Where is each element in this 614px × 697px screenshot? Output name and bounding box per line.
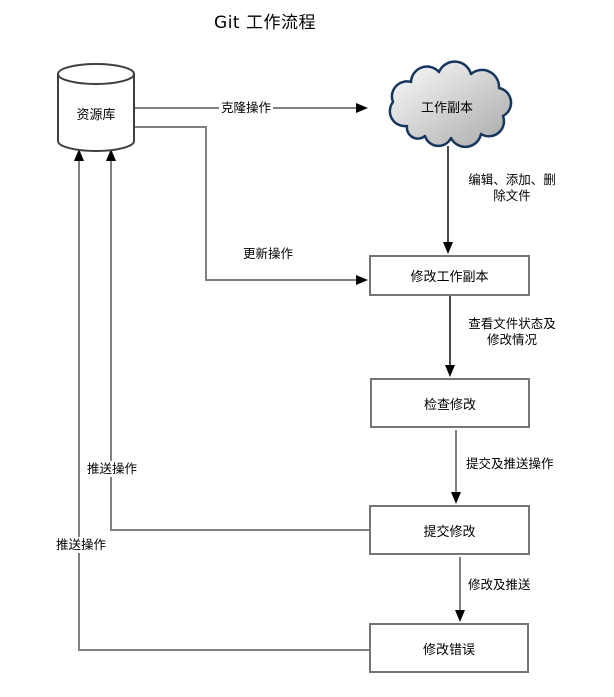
arrowhead-update [356,275,368,285]
repository-cylinder-shape [57,63,135,152]
arrowhead-edit-files [443,242,453,254]
node-fix-errors-label: 修改错误 [422,642,475,658]
node-modify-working-copy: 修改工作副本 [369,255,530,296]
arrowhead-view-status [445,365,455,377]
edge-view-status-label: 查看文件状态及 修改情况 [460,316,564,349]
edge-push-from-commit-label: 推送操作 [85,461,140,478]
node-fix-errors: 修改错误 [369,623,529,673]
edge-edit-files-label: 编辑、添加、删 除文件 [460,172,564,205]
node-commit-changes-label: 提交修改 [423,524,476,540]
edge-update-label: 更新操作 [241,246,296,263]
node-modify-working-copy-label: 修改工作副本 [410,270,489,285]
arrowhead-modify-and-push [455,610,465,622]
edge-commit-and-push-label: 提交及推送操作 [464,456,556,473]
diagram-title: Git 工作流程 [214,13,316,33]
edge-clone-label: 克隆操作 [219,100,274,117]
connector-push-from-commit [110,160,369,531]
working-copy-cloud-shape [388,60,513,149]
connector-push-from-fix [78,160,369,651]
arrowhead-push-from-commit [106,149,116,161]
arrowhead-commit-and-push [451,492,461,504]
node-check-changes-label: 检查修改 [423,397,476,413]
arrowhead-push-from-fix [74,149,84,161]
node-repository-label: 资源库 [76,108,116,123]
edge-push-from-fix-label: 推送操作 [54,537,109,554]
node-commit-changes: 提交修改 [369,505,530,555]
connector-update [134,126,356,281]
arrowhead-clone [356,103,368,113]
node-working-copy-label: 工作副本 [420,101,473,116]
edge-modify-and-push-label: 修改及推送 [466,577,533,594]
node-check-changes: 检查修改 [370,378,530,428]
